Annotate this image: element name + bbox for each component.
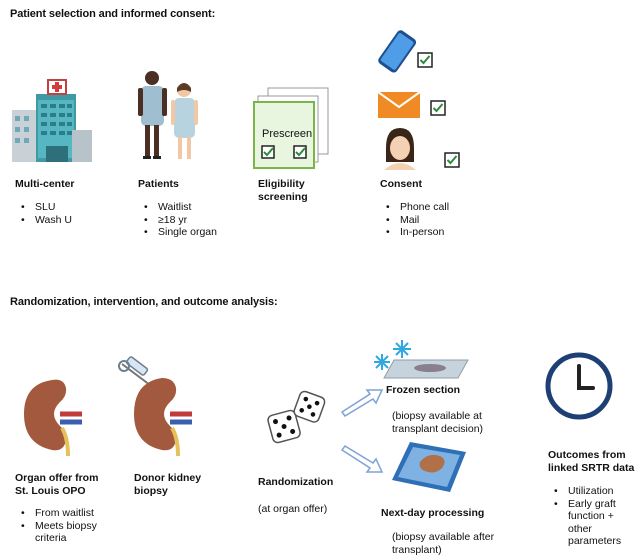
section1-title: Patient selection and informed consent: [10,8,216,20]
consent-list: Phone call Mail In-person [380,201,449,239]
next-day-note-line2: transplant) [392,544,442,556]
arrow-down-icon [340,445,384,473]
list-item: From waitlist [15,507,97,520]
arrow-up-icon [340,389,384,417]
list-item: Early graft [548,498,621,511]
patients-icon [138,71,198,159]
outcomes-list: Utilization Early graft function + other… [548,485,621,548]
phone-icon [378,30,417,73]
hospital-icon [12,79,92,162]
list-item: Utilization [548,485,621,498]
list-item-continued: other [548,523,621,536]
prescreen-card-icon [253,87,329,169]
envelope-icon [377,91,421,118]
prescreen-card-text: Prescreen [262,128,313,140]
multicenter-list: SLU Wash U [15,201,72,226]
list-item: Mail [380,214,449,227]
list-item-text: function + [568,510,614,522]
section2-title: Randomization, intervention, and outcome… [10,296,278,308]
list-item-continued: parameters [548,535,621,548]
consent-label: Consent [380,178,422,190]
frozen-slide-icon [383,359,469,379]
list-item: ≥18 yr [138,214,217,227]
randomization-note: (at organ offer) [258,503,328,515]
organ-offer-label-line1: Organ offer from [15,472,99,484]
organ-offer-label-line2: St. Louis OPO [15,485,86,497]
list-item-text: other [568,522,592,535]
frozen-note-line2: transplant decision) [392,423,484,435]
kidney-icon [24,379,82,457]
patients-label: Patients [138,178,179,190]
tissue-cassette-icon [392,442,466,492]
list-item: Single organ [138,226,217,239]
list-item: In-person [380,226,449,239]
kidney-icon [134,378,192,457]
biopsy-label-line1: Donor kidney [134,472,202,484]
list-item-continued: criteria [15,532,97,545]
list-item: Phone call [380,201,449,214]
next-day-label: Next-day processing [381,507,485,519]
dice-icon [267,390,326,444]
patients-list: Waitlist ≥18 yr Single organ [138,201,217,239]
check-icon [444,152,460,168]
snowflake-icon [374,340,411,370]
list-item: SLU [15,201,72,214]
organ-offer-list: From waitlist Meets biopsy criteria [15,507,97,545]
outcomes-label-line1: Outcomes from [548,449,626,461]
check-icon [417,52,433,68]
list-item-continued: function + [548,510,621,523]
randomization-label: Randomization [258,476,334,488]
list-item: Meets biopsy [15,520,97,533]
biopsy-label-line2: biopsy [134,485,168,497]
list-item-text: parameters [568,535,622,547]
frozen-section-label: Frozen section [386,384,461,396]
list-item-text: criteria [35,532,67,544]
multicenter-label: Multi-center [15,178,75,190]
check-icon [430,100,446,116]
eligibility-label-line2: screening [258,191,308,203]
outcomes-label-line2: linked SRTR data [548,462,635,474]
clock-icon [545,352,613,420]
list-item: Wash U [15,214,72,227]
list-item: Waitlist [138,201,217,214]
eligibility-label-line1: Eligibility [258,178,305,190]
frozen-note-line1: (biopsy available at [392,410,482,422]
next-day-note-line1: (biopsy available after [392,531,495,543]
person-icon [384,128,416,170]
